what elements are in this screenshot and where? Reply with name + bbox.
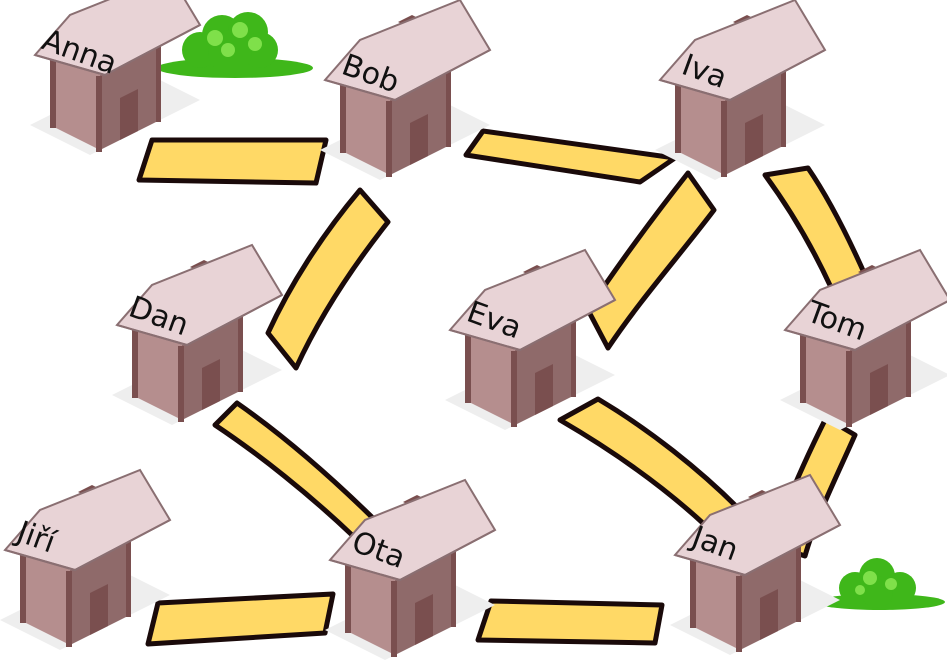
house-anna: Anna	[29, 0, 201, 156]
house-icon	[29, 0, 201, 156]
path-ota-jan	[475, 598, 665, 646]
house-tom: Tom	[779, 249, 947, 431]
house-icon	[654, 0, 826, 181]
house-icon	[0, 469, 171, 651]
house-eva: Eva	[444, 249, 616, 431]
path-bob-iva	[463, 128, 678, 185]
path-dan-ota	[212, 400, 388, 538]
house-jiri: Jiří	[0, 469, 171, 651]
path-eva-jan	[557, 396, 741, 528]
path-bob-dan	[265, 187, 391, 371]
house-ota: Ota	[324, 479, 496, 660]
path-jiri-ota	[145, 591, 336, 647]
house-icon	[111, 244, 283, 426]
paths	[136, 128, 881, 647]
house-bob: Bob	[319, 0, 491, 181]
bush-icon	[157, 12, 313, 78]
path-anna-bob	[136, 137, 329, 186]
path-iva-eva	[585, 170, 717, 351]
house-icon	[779, 249, 947, 431]
house-iva: Iva	[654, 0, 826, 181]
bush-icon	[815, 558, 945, 610]
house-dan: Dan	[111, 244, 283, 426]
